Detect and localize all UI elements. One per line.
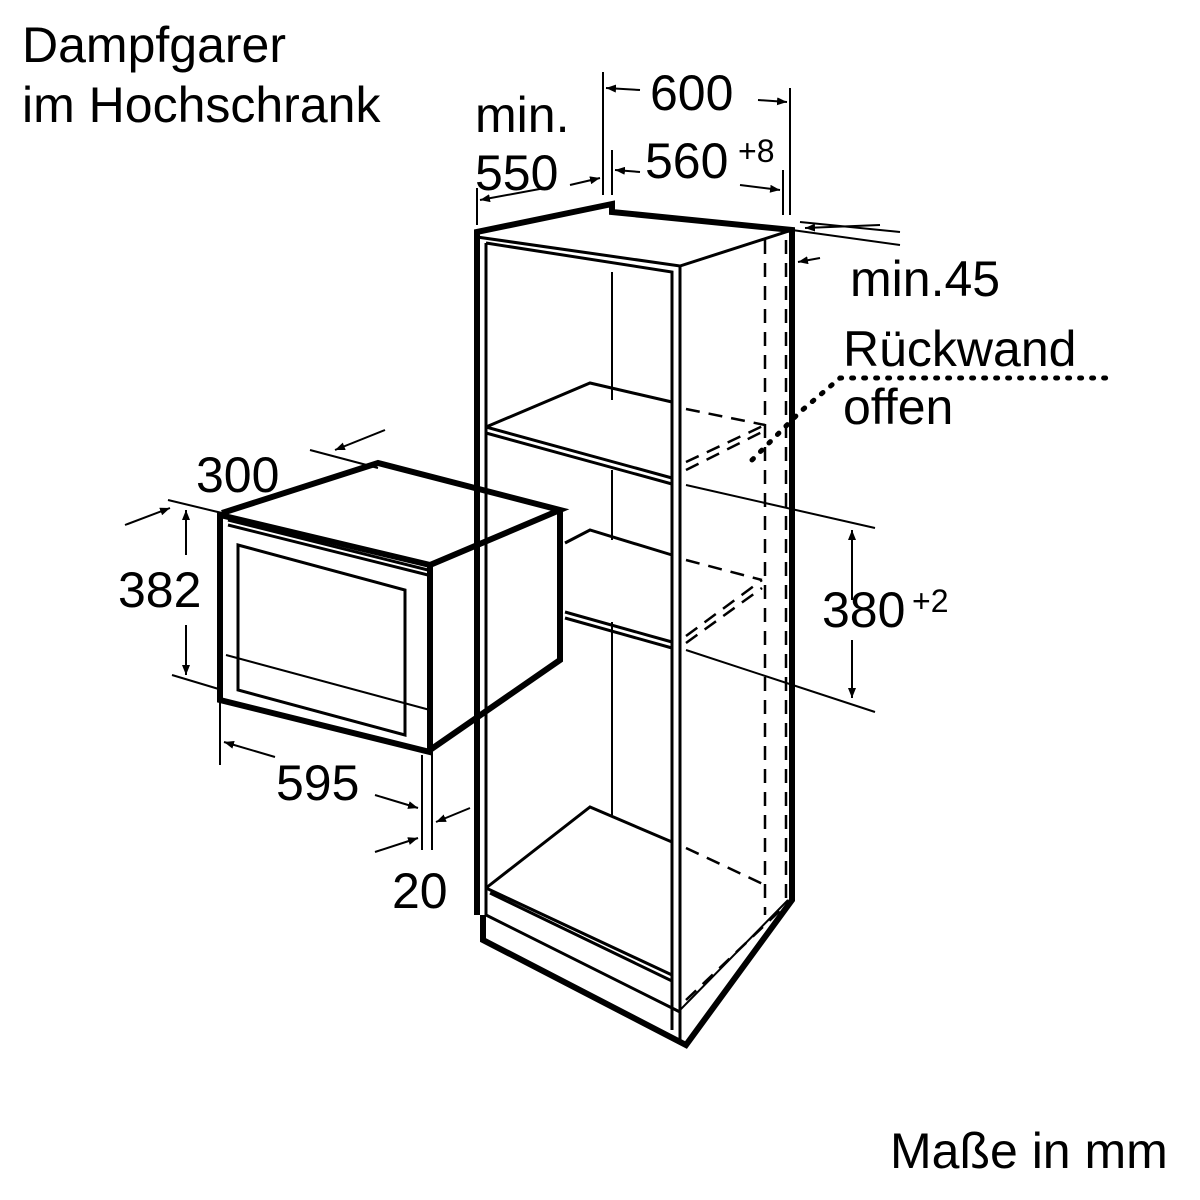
units-note: Maße in mm: [890, 1123, 1168, 1179]
label-niche-height-tol: +2: [912, 583, 948, 619]
label-front-depth: 20: [392, 863, 448, 919]
label-niche-width-tol: +8: [738, 133, 774, 169]
label-niche-height: 380: [822, 582, 905, 638]
label-appliance-height: 382: [118, 562, 201, 618]
title-line-2: im Hochschrank: [22, 77, 381, 133]
steam-oven: [217, 459, 570, 915]
label-appliance-depth: 300: [196, 447, 279, 503]
tall-cabinet: [474, 200, 795, 1049]
title-line-1: Dampfgarer: [22, 17, 286, 73]
label-cabinet-width: 600: [650, 65, 733, 121]
label-niche-width: 560: [645, 133, 728, 189]
label-back-wall-1: Rückwand: [843, 321, 1076, 377]
label-back-wall-2: offen: [843, 379, 953, 435]
label-min-depth: 550: [475, 145, 558, 201]
label-min: min.: [475, 87, 569, 143]
label-ventilation-gap: min.45: [850, 251, 1000, 307]
label-appliance-width: 595: [276, 755, 359, 811]
dimension-lines: [124, 72, 1113, 853]
